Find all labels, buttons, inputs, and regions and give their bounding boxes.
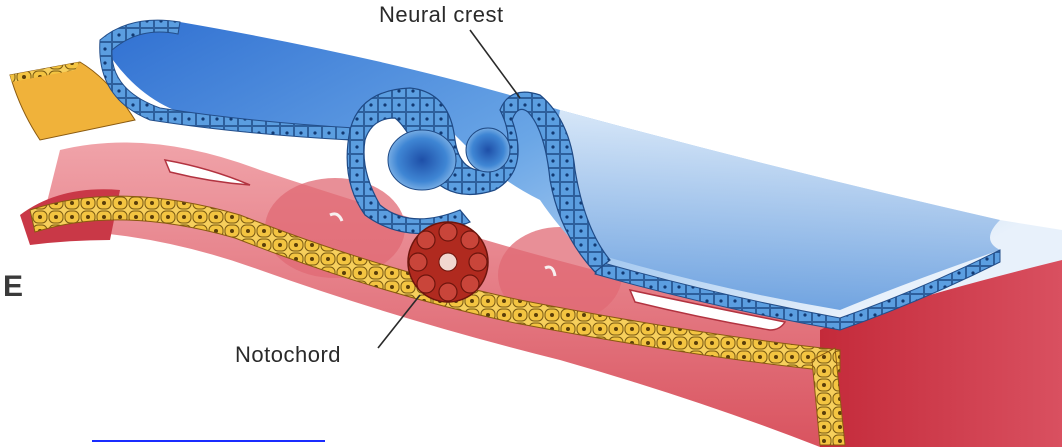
neural-crest-label: Neural crest (379, 2, 504, 28)
underline-divider (92, 440, 325, 442)
notochord-structure (408, 222, 488, 302)
panel-letter: E (3, 270, 23, 304)
notochord-label: Notochord (235, 342, 341, 368)
